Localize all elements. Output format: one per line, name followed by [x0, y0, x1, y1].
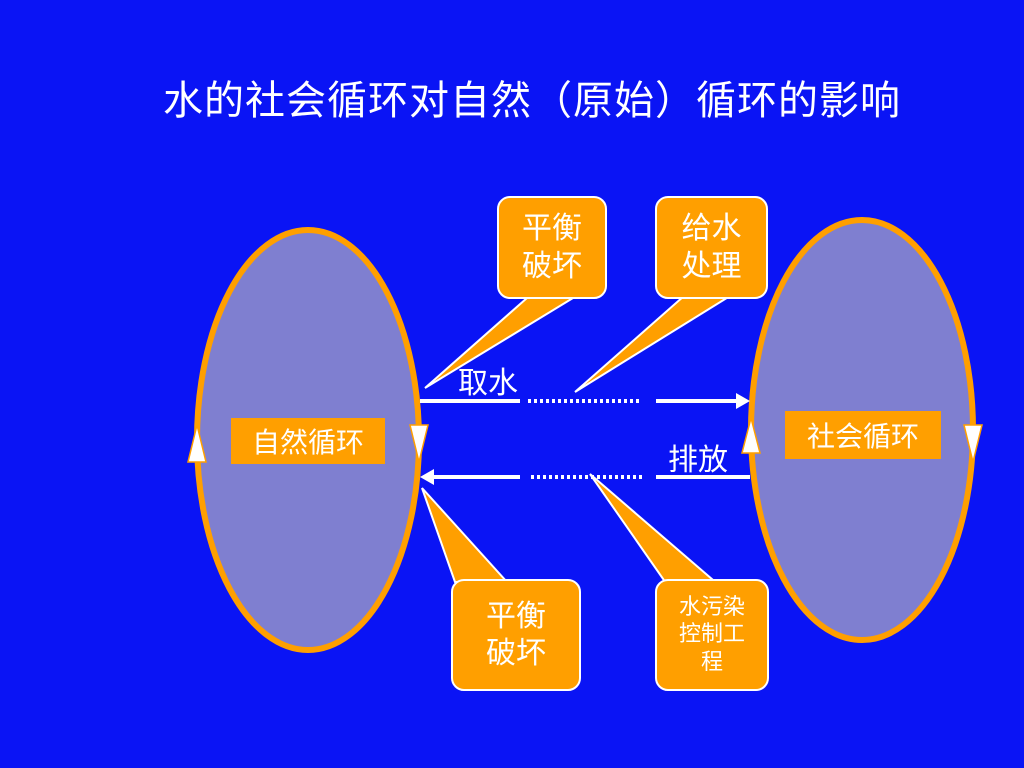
social-cycle-label: 社会循环 [785, 411, 941, 459]
natural-cycle-down-arrow [409, 424, 429, 463]
intake-label: 取水 [458, 366, 518, 401]
discharge-arrowhead [420, 469, 434, 485]
natural-cycle-label: 自然循环 [231, 418, 385, 464]
callout-tail-bottom-left [421, 487, 510, 583]
discharge-label: 排放 [668, 443, 728, 478]
intake-arrowhead [736, 393, 750, 409]
callout-text-top-right: 给水 处理 [681, 211, 742, 284]
natural-cycle-up-arrow [187, 424, 207, 463]
callout-text-bottom-left: 平衡 破坏 [486, 598, 546, 672]
social-cycle-down-arrow [963, 424, 983, 463]
callout-text-top-left: 平衡 破坏 [522, 211, 582, 284]
callout-box-bottom-right [655, 579, 769, 691]
slide-title: 水的社会循环对自然（原始）循环的影响 [163, 78, 901, 124]
social-cycle-up-arrow [741, 417, 761, 454]
callout-text-bottom-right: 水污染 控制工 程 [678, 594, 745, 675]
callout-box-top-right [655, 196, 768, 299]
callout-tail-top-right [574, 295, 734, 393]
callout-box-top-left [497, 196, 607, 299]
callout-tail-bottom-right [589, 473, 723, 587]
callout-box-bottom-left [451, 579, 581, 691]
